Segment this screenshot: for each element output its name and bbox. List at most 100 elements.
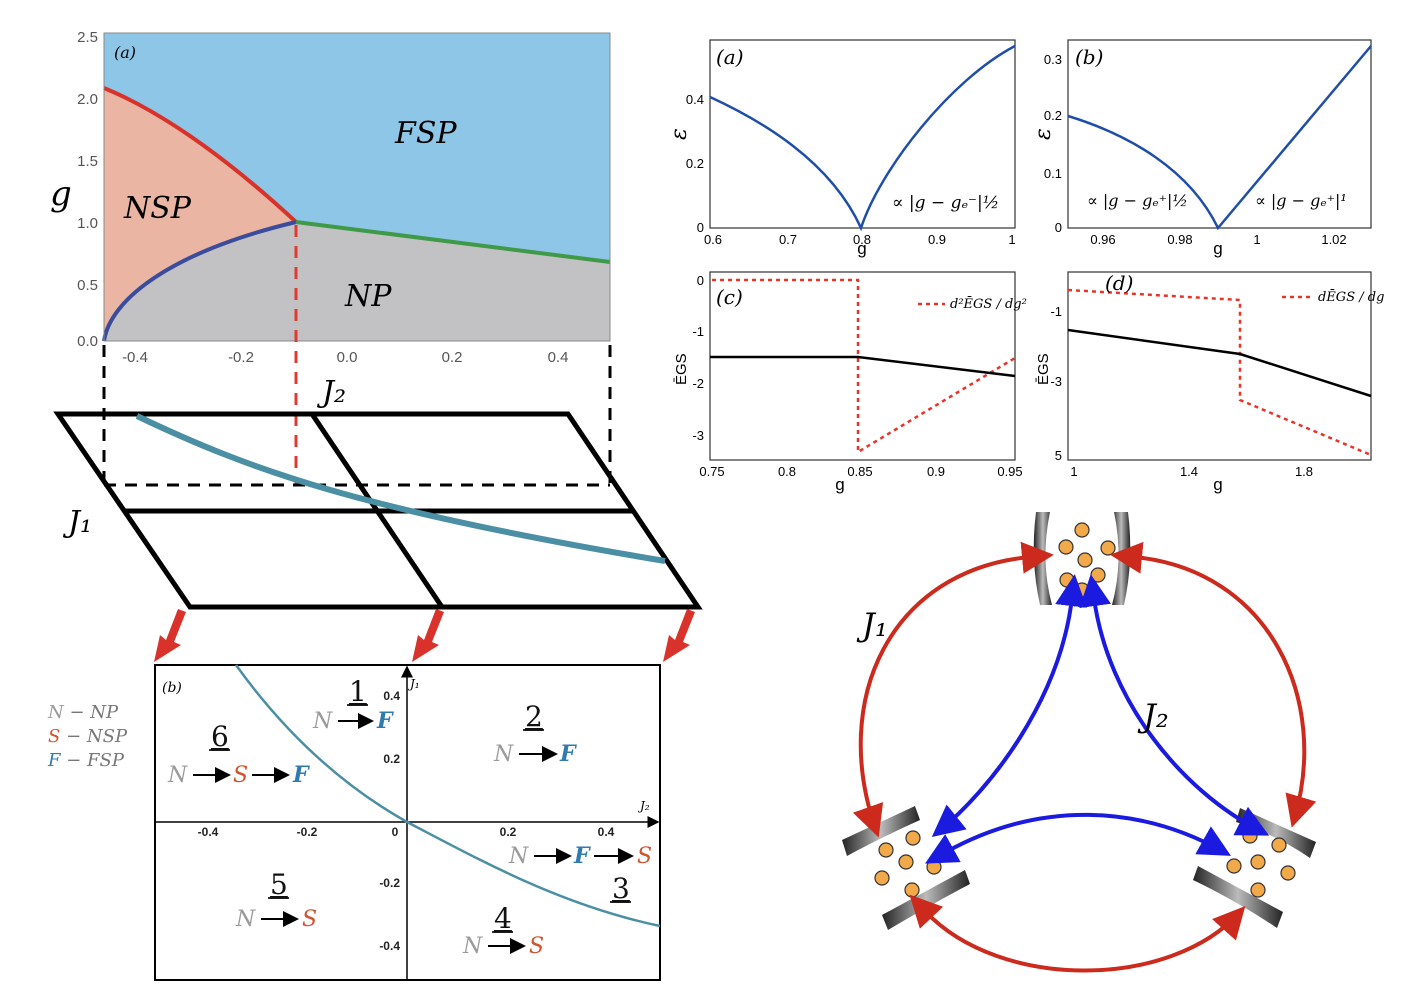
gap-curve	[709, 44, 1016, 232]
plot-b-xlabel: g	[1213, 239, 1222, 258]
y-tick: -2	[692, 376, 704, 391]
region-underlines	[209, 704, 631, 933]
second-derivative-line	[712, 278, 1016, 455]
x-tick: -0.2	[228, 349, 254, 366]
x-tick: 1	[1253, 232, 1260, 247]
energy-line	[1067, 328, 1372, 398]
svg-text:N: N	[312, 709, 333, 734]
region-3-number: 3	[612, 872, 630, 905]
y-tick: -3	[692, 428, 704, 443]
y-tick: 1.0	[77, 215, 98, 232]
plot-b-label: (b)	[1075, 45, 1103, 69]
first-derivative-line	[1067, 288, 1372, 457]
x-tick: 0.98	[1167, 232, 1192, 247]
x-tick: 0.4	[598, 825, 615, 839]
cavity-left	[842, 806, 970, 930]
plot-c-xlabel: g	[835, 475, 844, 494]
x-tick: 0.2	[500, 825, 517, 839]
y-tick: 0.0	[77, 333, 98, 350]
lattice-label-j1: J₁	[62, 505, 92, 540]
plot-b-ylabel: ε	[1031, 128, 1056, 140]
region-label-nsp: NSP	[123, 191, 192, 226]
x-tick: 0.9	[927, 464, 945, 479]
x-tick: 1.8	[1295, 464, 1313, 479]
y-tick: -0.2	[379, 876, 400, 890]
coupling-label-j2: J₂	[1137, 697, 1169, 735]
axis-label-j1: J₁	[407, 677, 420, 691]
y-tick: 0.2	[686, 156, 704, 171]
x-tick: 0.4	[548, 349, 569, 366]
x-tick: 1	[1008, 232, 1015, 247]
svg-text:N: N	[493, 742, 514, 767]
region-numbers: 1 2 3 4 5 6	[211, 675, 630, 935]
svg-text:S − NSP: S − NSP	[48, 726, 128, 747]
energy-line	[710, 355, 1016, 378]
x-tick: -0.2	[297, 825, 318, 839]
x-tick: 1.4	[1180, 464, 1198, 479]
region-4-number: 4	[494, 902, 512, 935]
x-tick: -0.4	[122, 349, 148, 366]
y-tick: 1.5	[77, 153, 98, 170]
svg-text:F: F	[376, 708, 394, 734]
y-tick: 0.3	[1044, 52, 1062, 67]
plot-c-ground-state: (c) ĒGS g d²ĒGS / dg² 0.75 0.8 0.85 0.9 …	[673, 271, 1027, 494]
svg-text:N − NP: N − NP	[47, 702, 119, 723]
y-tick: -0.4	[379, 939, 400, 953]
fsp-np-boundary	[295, 220, 611, 264]
plot-c-legend: d²ĒGS / dg²	[950, 296, 1027, 312]
plot-b-annotation-left: ∝ |g − gₑ⁺|½	[1087, 191, 1188, 210]
region-label-np: NP	[344, 279, 392, 314]
plot-d-xlabel: g	[1213, 475, 1222, 494]
phase-legend: N − NP S − NSP F − FSP	[47, 702, 128, 771]
nsp-region	[104, 88, 296, 341]
y-tick: 5	[1055, 448, 1062, 463]
region-5-number: 5	[270, 868, 288, 901]
svg-text:S: S	[233, 763, 248, 788]
x-axis-label-j2: J₂	[316, 375, 346, 410]
phase-diagram-a: (a) FSP NSP NP g J₂ 0.0 0.5 1.0 1.5 2.0 …	[50, 29, 612, 485]
region-label-fsp: FSP	[394, 116, 457, 151]
x-tick: 0.8	[778, 464, 796, 479]
region-2-number: 2	[525, 700, 543, 733]
plot-a-xlabel: g	[857, 239, 866, 258]
cavity-top	[1033, 512, 1131, 605]
x-tick: 0.75	[699, 464, 724, 479]
nsp-fsp-boundary	[103, 86, 298, 224]
y-tick: -3	[1050, 374, 1062, 389]
y-tick: 0.4	[383, 689, 400, 703]
y-tick: 2.0	[77, 91, 98, 108]
np-region	[104, 88, 610, 341]
svg-text:F − FSP: F − FSP	[47, 750, 125, 771]
plot-b-energy-gap: (b) ε g ∝ |g − gₑ⁺|½ ∝ |g − gₑ⁺|¹ 0.96 0…	[1031, 39, 1372, 258]
x-tick: 0.0	[337, 349, 358, 366]
x-tick: 1	[1070, 464, 1077, 479]
y-tick: 0	[697, 273, 704, 288]
plot-a-label: (a)	[716, 45, 744, 69]
plot-c-ylabel: ĒGS	[673, 353, 690, 385]
plot-a-ylabel: ε	[667, 128, 692, 140]
y-tick: 0.4	[686, 92, 704, 107]
y-axis-label-g: g	[50, 174, 72, 214]
y-tick: 0	[697, 220, 704, 235]
axis-label-j2: J₂	[637, 799, 650, 813]
svg-text:N: N	[167, 763, 188, 788]
x-tick: 0.6	[704, 232, 722, 247]
svg-text:F: F	[292, 762, 310, 788]
y-tick: 0.1	[1044, 166, 1062, 181]
y-tick: 0.2	[1044, 108, 1062, 123]
svg-text:S: S	[529, 934, 544, 959]
x-tick: -0.4	[198, 825, 219, 839]
cavity-diagram: J₁ J₂	[842, 512, 1317, 973]
plot-b-annotation-right: ∝ |g − gₑ⁺|¹	[1255, 191, 1347, 210]
plot-a-annotation: ∝ |g − gₑ⁻|½	[892, 193, 999, 213]
region-1-number: 1	[349, 675, 367, 708]
svg-text:S: S	[302, 907, 317, 932]
y-tick: -1	[692, 324, 704, 339]
zoom-arrows	[154, 609, 695, 662]
plot-d-ylabel: ĒGS	[1035, 353, 1052, 385]
x-tick: 0.85	[847, 464, 872, 479]
y-tick: 2.5	[77, 29, 98, 46]
x-tick: 0.8	[853, 232, 871, 247]
svg-text:N: N	[508, 844, 529, 869]
